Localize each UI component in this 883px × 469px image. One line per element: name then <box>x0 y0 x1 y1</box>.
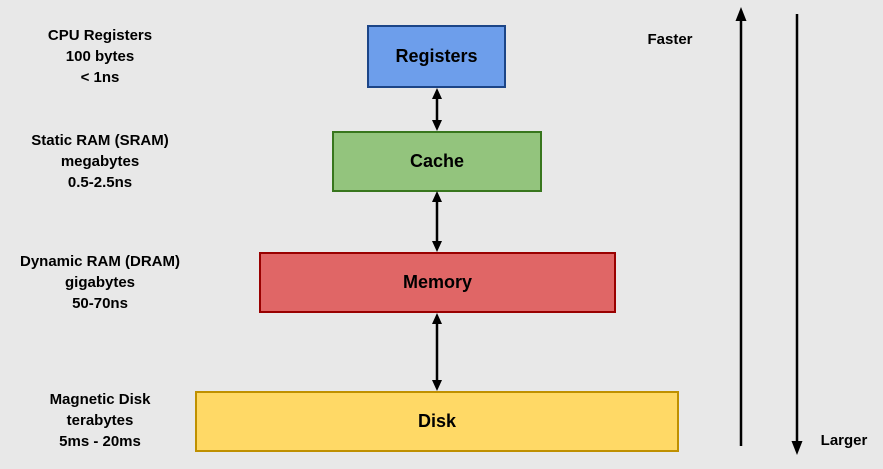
disk-description: Magnetic Disk terabytes 5ms - 20ms <box>0 389 200 452</box>
cache-description: Static RAM (SRAM) megabytes 0.5-2.5ns <box>0 130 200 193</box>
cache-capacity: megabytes <box>60 153 140 170</box>
larger-down-arrow-icon <box>791 14 803 455</box>
memory-box: Memory <box>259 252 616 313</box>
disk-latency: 5ms - 20ms <box>59 433 141 450</box>
memory-description: Dynamic RAM (DRAM) gigabytes 50-70ns <box>0 251 200 314</box>
memory-latency: 50-70ns <box>72 295 128 312</box>
cache-box-label: Cache <box>409 151 465 171</box>
memory-box-label: Memory <box>402 272 473 292</box>
larger-label: Larger <box>820 432 868 449</box>
registers-technology: CPU Registers <box>47 27 153 44</box>
cache-latency: 0.5-2.5ns <box>67 174 133 191</box>
registers-latency: < 1ns <box>80 69 120 86</box>
memory-technology: Dynamic RAM (DRAM) <box>19 253 180 270</box>
cache-box: Cache <box>332 131 542 192</box>
memory-disk-bidirectional-arrow-icon <box>432 313 442 391</box>
disk-technology: Magnetic Disk <box>49 391 151 408</box>
registers-capacity: 100 bytes <box>65 48 135 65</box>
registers-cache-bidirectional-arrow-icon <box>432 88 442 131</box>
cache-memory-bidirectional-arrow-icon <box>432 191 442 252</box>
registers-box-label: Registers <box>395 46 478 66</box>
registers-box: Registers <box>367 25 506 88</box>
disk-capacity: terabytes <box>66 412 134 429</box>
faster-up-arrow-icon <box>735 7 747 446</box>
cache-technology: Static RAM (SRAM) <box>31 132 169 149</box>
memory-capacity: gigabytes <box>64 274 136 291</box>
registers-description: CPU Registers 100 bytes < 1ns <box>0 25 200 88</box>
disk-box: Disk <box>195 391 679 452</box>
faster-label: Faster <box>647 31 693 48</box>
disk-box-label: Disk <box>417 411 457 431</box>
